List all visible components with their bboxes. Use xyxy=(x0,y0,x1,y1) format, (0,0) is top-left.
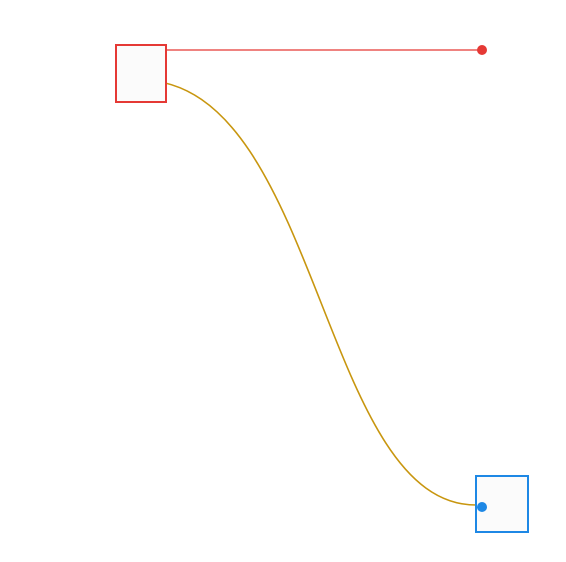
bezier-curve xyxy=(139,79,477,506)
start-control-point[interactable] xyxy=(477,45,487,55)
start-node-box[interactable] xyxy=(115,44,167,103)
end-control-point[interactable] xyxy=(477,502,487,512)
